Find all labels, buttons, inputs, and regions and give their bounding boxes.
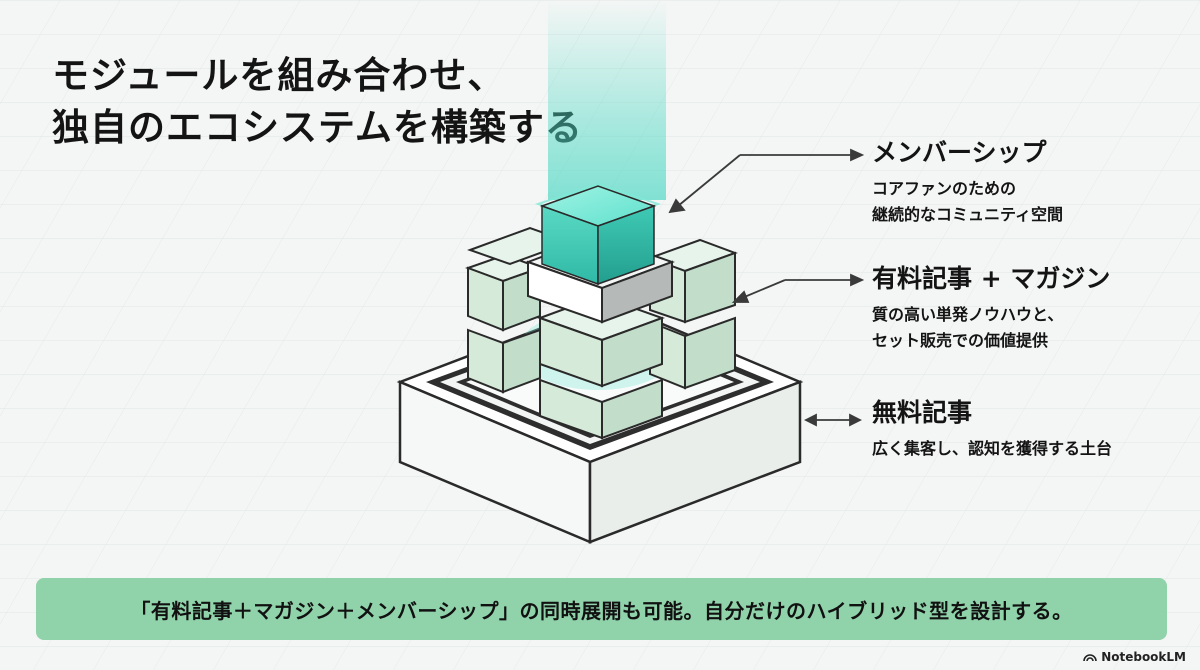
membership-cube [534,182,662,286]
label-membership: メンバーシップ コアファンのための 継続的なコミュニティ空間 [872,136,1063,228]
label-membership-title: メンバーシップ [872,138,1047,167]
brand-name: NotebookLM [1101,650,1186,664]
paid-module-front [537,294,665,440]
brand-watermark: NotebookLM [1083,650,1186,664]
summary-banner: 「有料記事＋マガジン＋メンバーシップ」の同時展開も可能。自分だけのハイブリッド型… [36,578,1167,640]
label-paid-magazine-desc-line-1: 質の高い単発ノウハウと、 [872,305,1064,324]
page-title-line-2: 独自のエコシステムを構築する [52,106,583,149]
label-paid-magazine-description: 質の高い単発ノウハウと、 セット販売での価値提供 [872,302,1110,354]
label-free-articles-title: 無料記事 [872,398,973,427]
arrow-paid [731,273,865,303]
page-title-line-1: モジュールを組み合わせ、 [52,54,506,97]
label-paid-magazine: 有料記事 + マガジン 質の高い単発ノウハウと、 セット販売での価値提供 [872,262,1110,354]
label-membership-desc-line-2: 継続的なコミュニティ空間 [872,205,1064,224]
light-beam [548,0,666,200]
page-title: モジュールを組み合わせ、 独自のエコシステムを構築する [52,50,583,154]
label-paid-magazine-desc-line-2: セット販売での価値提供 [872,331,1049,350]
label-membership-desc-line-1: コアファンのための [872,179,1017,198]
label-free-articles-description: 広く集客し、認知を獲得する土台 [872,436,1112,462]
label-paid-magazine-title: 有料記事 + マガジン [872,264,1111,293]
label-membership-description: コアファンのための 継続的なコミュニティ空間 [872,176,1063,228]
label-free-articles-desc-line-1: 広く集客し、認知を獲得する土台 [872,439,1113,458]
label-free-articles: 無料記事 広く集客し、認知を獲得する土台 [872,396,1112,462]
notebooklm-logo-icon [1083,654,1097,662]
arrow-free [803,413,863,427]
summary-banner-text: 「有料記事＋マガジン＋メンバーシップ」の同時展開も可能。自分だけのハイブリッド型… [130,598,1073,623]
arrow-membership [668,148,865,214]
